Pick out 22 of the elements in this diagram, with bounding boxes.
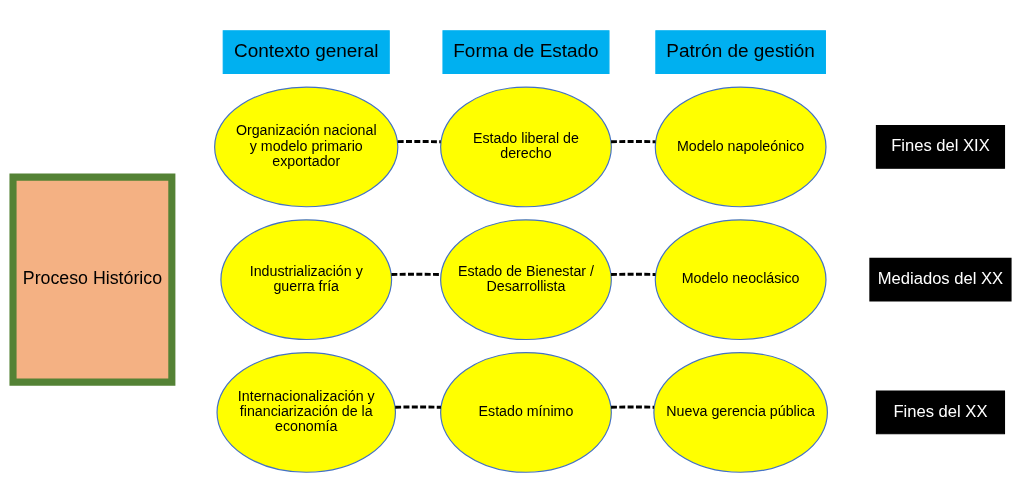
node-ellipse: Organización nacional y modelo primario exportador [214, 85, 399, 207]
node-ellipse: Estado liberal de derecho [440, 85, 612, 207]
connector [395, 405, 441, 409]
node-ellipse: Nueva gerencia pública [653, 351, 828, 473]
node-ellipse: Industrialización y guerra fría [220, 218, 393, 340]
connector [611, 139, 656, 143]
node-ellipse: Estado de Bienestar / Desarrollista [440, 218, 612, 340]
node-box: Contexto general [222, 29, 390, 74]
connector [611, 272, 656, 276]
connector [611, 405, 655, 409]
connector [397, 139, 441, 143]
node-ellipse: Internacionalización y financiarización de la economía [216, 351, 397, 473]
node-box: Proceso Histórico [9, 173, 176, 386]
node-box: Mediados del XX [869, 257, 1012, 302]
node-ellipse: Modelo neoclásico [654, 218, 827, 340]
node-box: Fines del XX [875, 389, 1006, 434]
node-box: Forma de Estado [442, 29, 610, 74]
node-ellipse: Modelo napoleónico [654, 85, 827, 207]
connector [391, 272, 441, 276]
node-box: Fines del XIX [875, 124, 1006, 169]
node-ellipse: Estado mínimo [440, 351, 612, 473]
node-box: Patrón de gestión [655, 29, 826, 74]
